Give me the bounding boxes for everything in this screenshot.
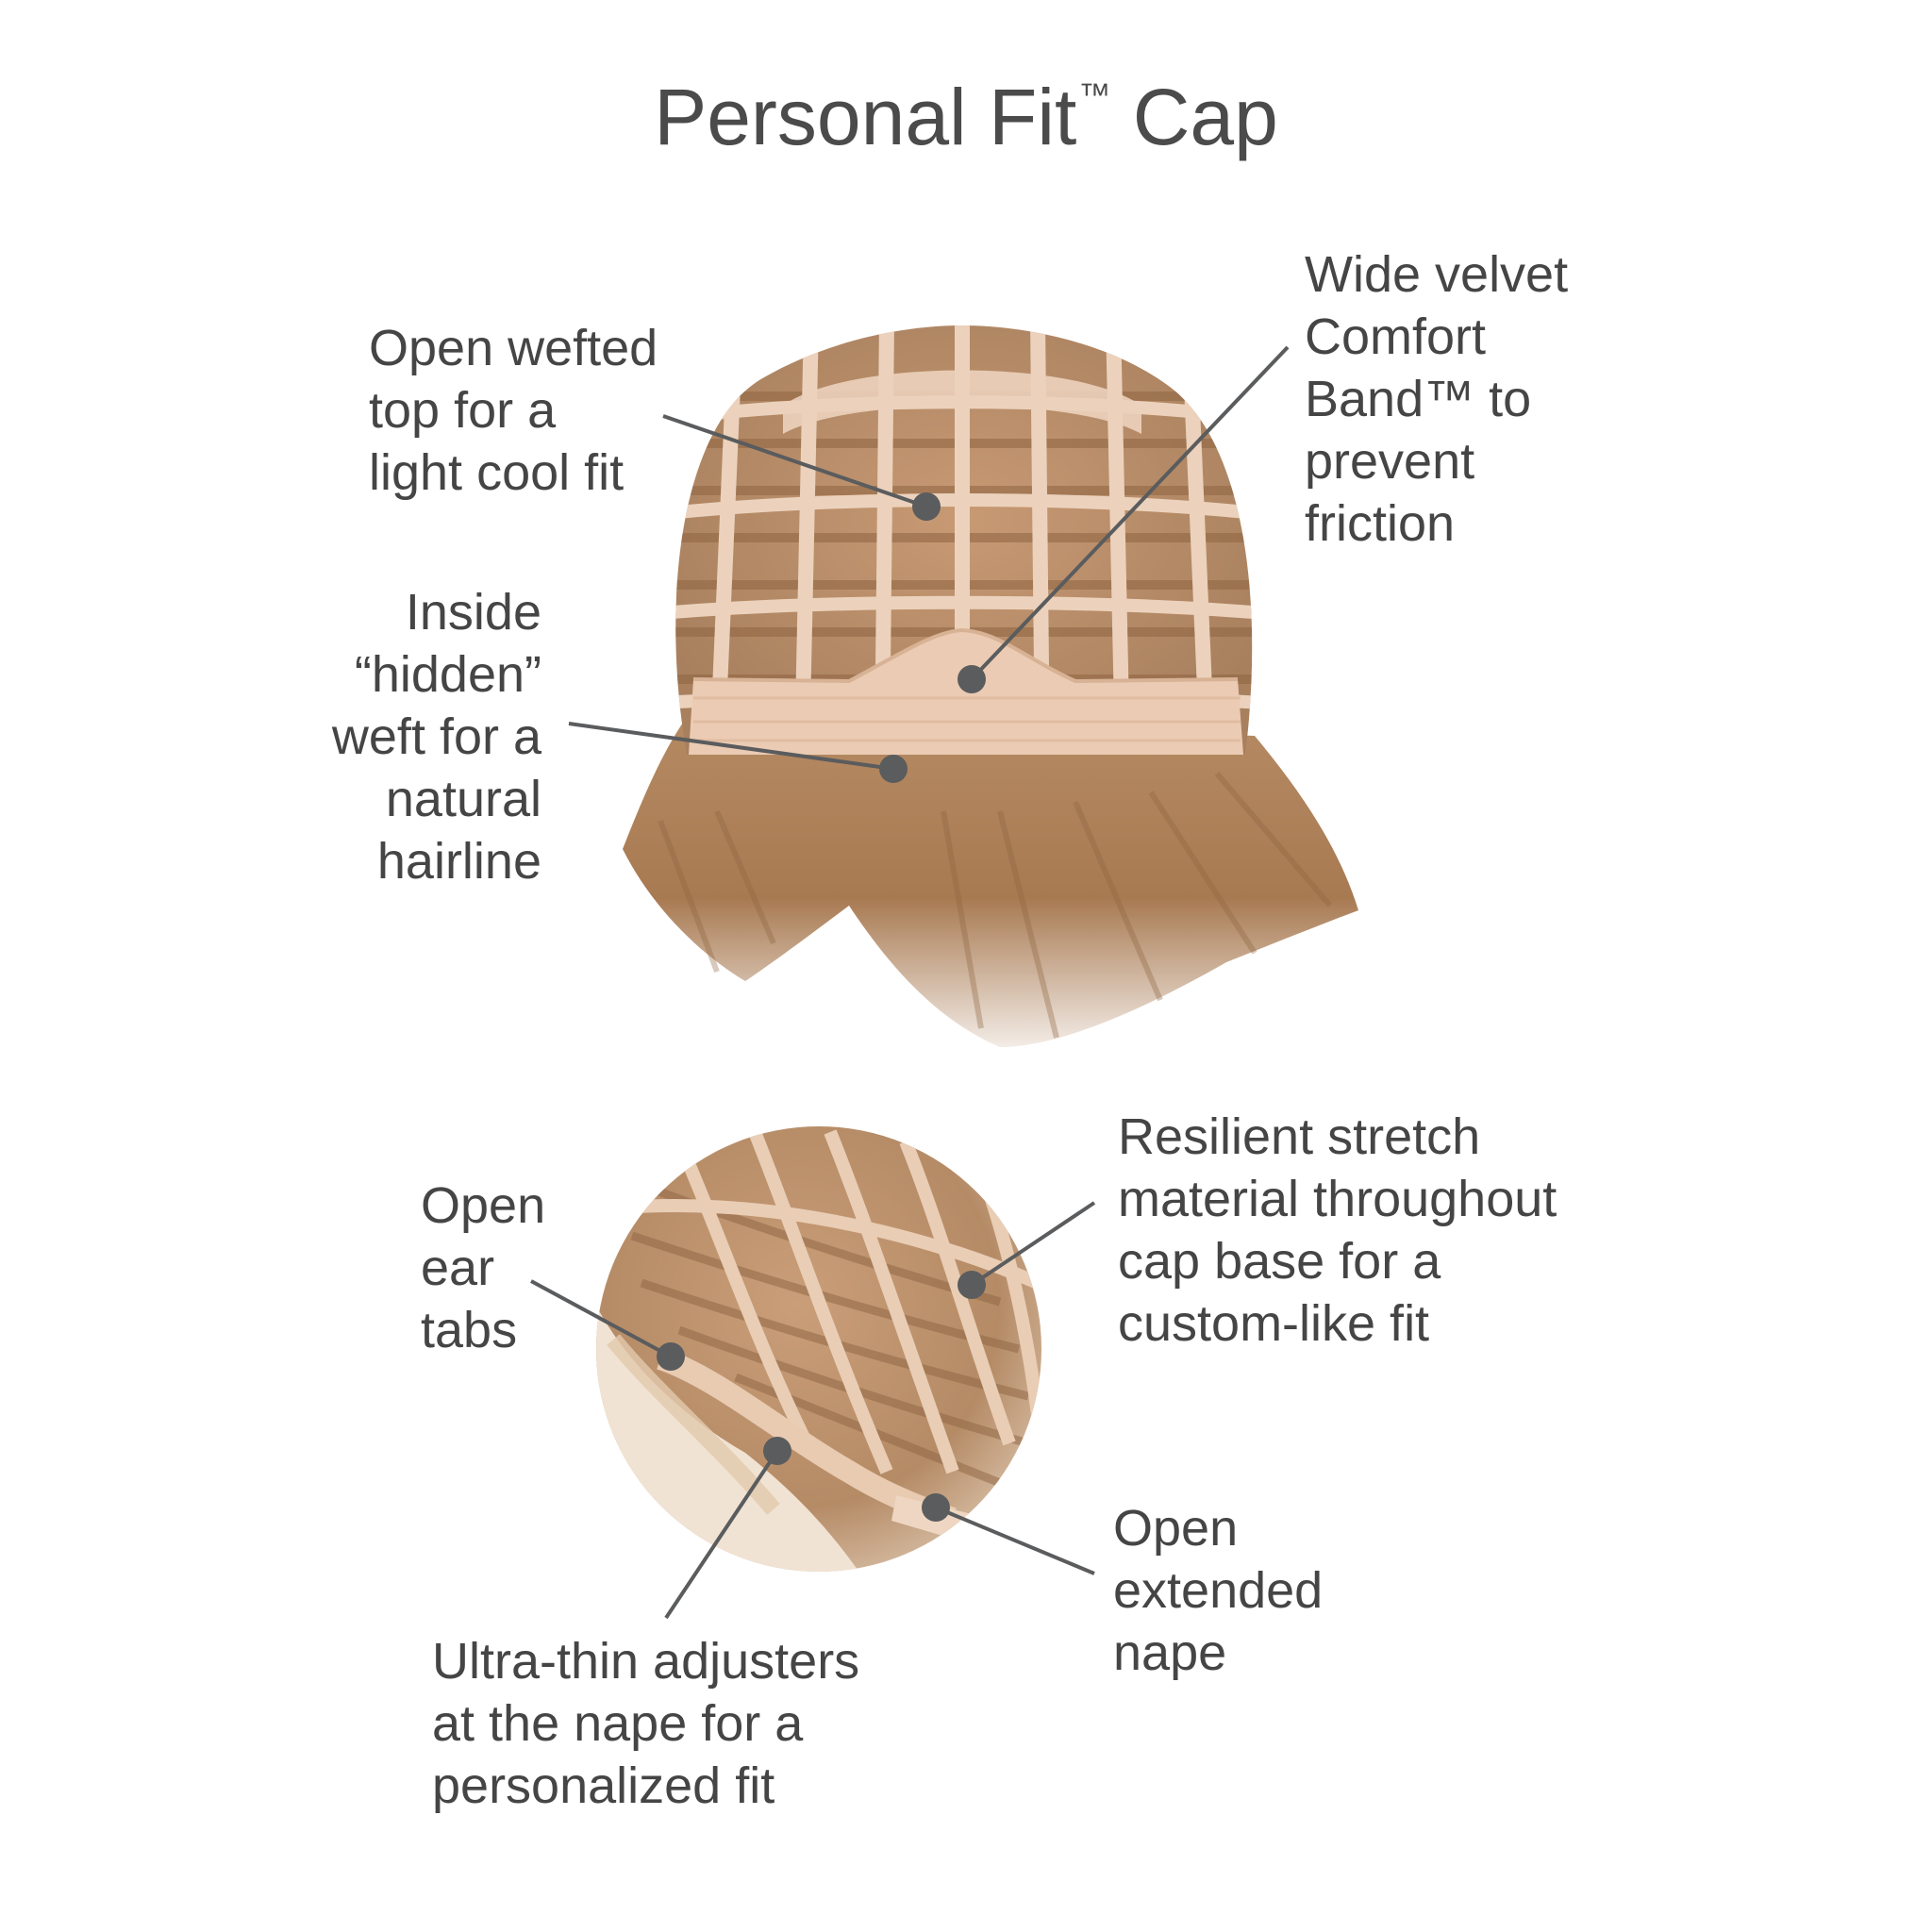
title-text: Personal Fit: [654, 73, 1077, 161]
callout-dot-adjusters: [763, 1437, 791, 1465]
callout-ear-tabs: Open ear tabs: [421, 1177, 546, 1358]
callout-dot-ear-tabs: [657, 1342, 685, 1371]
callout-open-wefted-top: Open wefted top for a light cool fit: [369, 320, 658, 501]
callout-dot-extended-nape: [922, 1493, 950, 1522]
callout-dot-stretch-material: [958, 1271, 986, 1299]
callout-hidden-weft: Inside “hidden” weft for a natural hairl…: [331, 584, 541, 890]
bottom-leader-lines: [530, 1201, 1096, 1620]
trademark-mark: ™: [1078, 77, 1111, 113]
callout-dot-open-wefted-top: [912, 492, 941, 521]
page-title: Personal Fit™ Cap: [0, 77, 1932, 157]
callout-adjusters: Ultra-thin adjusters at the nape for a p…: [432, 1633, 860, 1814]
callout-stretch-material: Resilient stretch material throughout ca…: [1118, 1108, 1557, 1352]
callout-dot-hidden-weft: [879, 755, 908, 783]
bottom-wig-image: [596, 1126, 1041, 1572]
top-leader-lines: [568, 345, 1290, 771]
callout-extended-nape: Open extended nape: [1113, 1500, 1324, 1681]
callout-dot-comfort-band: [958, 665, 986, 693]
top-wig-image: [623, 325, 1358, 1047]
callout-comfort-band: Wide velvet Comfort Band™ to prevent fri…: [1305, 246, 1569, 552]
title-tail: Cap: [1110, 73, 1278, 161]
